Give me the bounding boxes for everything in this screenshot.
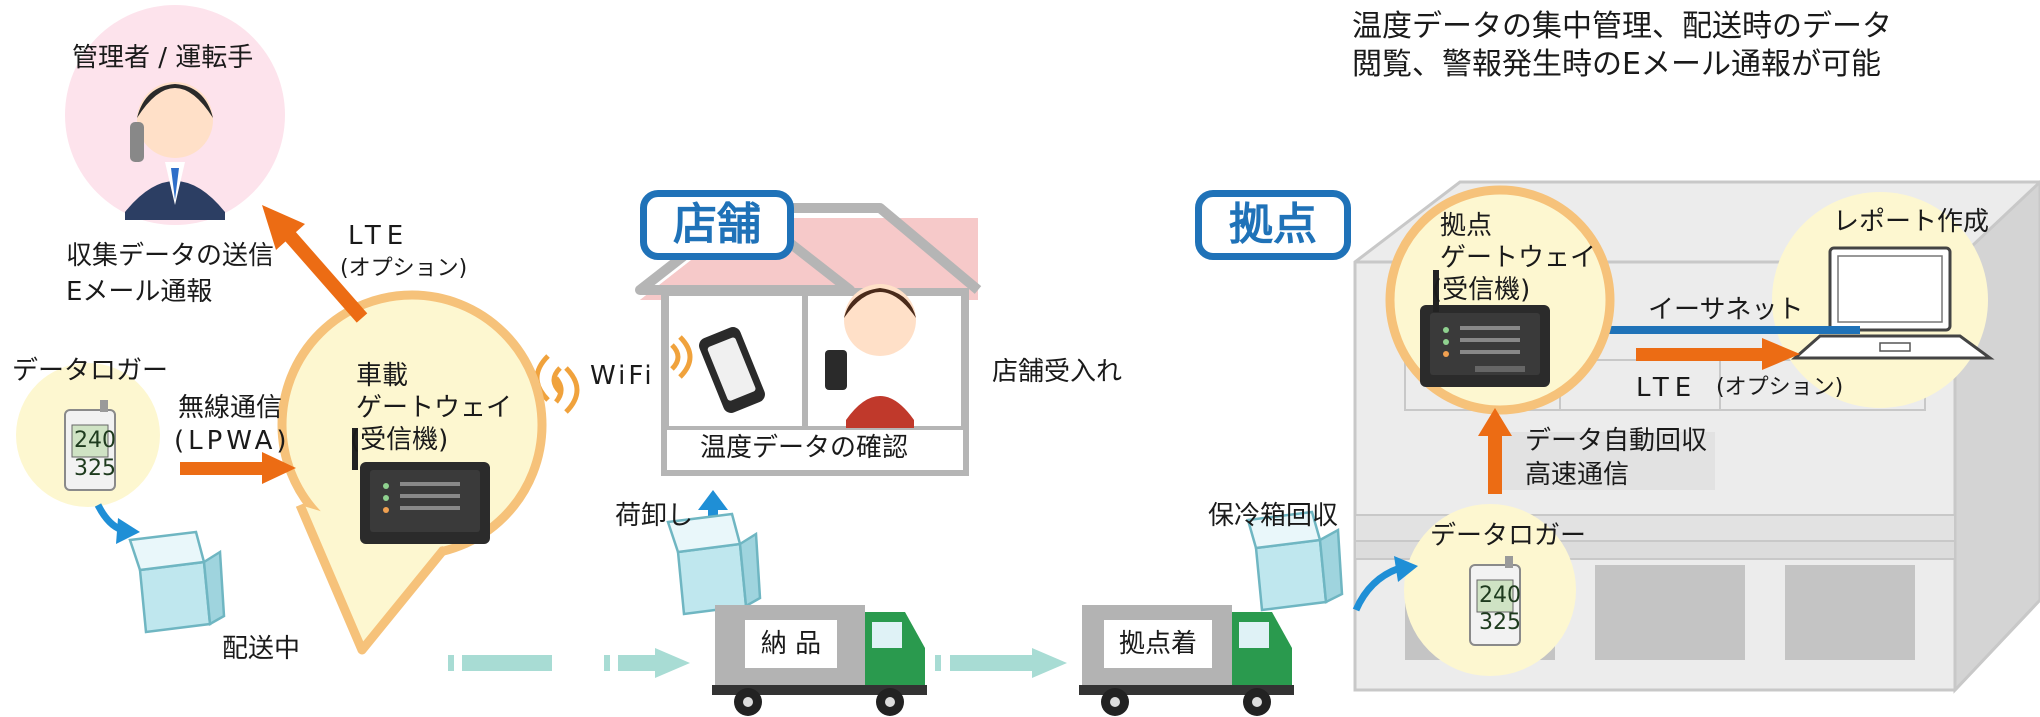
wireless-sub: (LPWA) bbox=[174, 426, 291, 456]
delivering-label: 配送中 bbox=[222, 634, 301, 664]
base-badge: 拠点 bbox=[1195, 190, 1351, 260]
manager-person-icon bbox=[125, 82, 225, 220]
logger-cooler-arrow-head bbox=[116, 518, 140, 544]
cooler-collect-label: 保冷箱回収 bbox=[1208, 501, 1339, 531]
wifi-signal-icon bbox=[553, 366, 580, 414]
top-note-line1: 温度データの集中管理、配送時のデータ bbox=[1352, 9, 1892, 44]
logger-right-reading1: 240 bbox=[1479, 583, 1521, 608]
cooler-box-icon bbox=[128, 530, 226, 634]
data-logger-icon bbox=[1469, 556, 1521, 646]
route-arrow-1 bbox=[448, 648, 690, 678]
gateway-device-icon bbox=[352, 428, 490, 544]
lte-right-label: LTE bbox=[1636, 373, 1698, 403]
base-gateway-line3: (受信機) bbox=[1432, 275, 1531, 305]
store-badge: 店舗 bbox=[640, 190, 794, 260]
manager-label: 管理者 / 運転手 bbox=[72, 43, 254, 73]
cooler-box-icon bbox=[666, 512, 762, 616]
auto-collect-line1: データ自動回収 bbox=[1525, 426, 1708, 456]
gateway-device-icon bbox=[1420, 270, 1550, 387]
lte-right-arrow bbox=[1636, 338, 1800, 370]
logger-left-reading1: 240 bbox=[74, 428, 116, 453]
unload-label: 荷卸し bbox=[615, 501, 694, 531]
laptop-icon bbox=[1791, 246, 1995, 360]
send-data-label: 収集データの送信 bbox=[66, 241, 275, 271]
email-notify-label: Eメール通報 bbox=[66, 277, 213, 307]
smartphone-icon bbox=[699, 327, 765, 413]
auto-collect-arrow bbox=[1478, 408, 1512, 494]
logger-right-reading2: 325 bbox=[1479, 610, 1521, 635]
truck-store-label: 納 品 bbox=[760, 629, 822, 659]
collect-arrow-head bbox=[1394, 556, 1418, 582]
base-gateway-line2: ゲートウェイ bbox=[1440, 243, 1597, 273]
collect-arrow bbox=[1352, 564, 1402, 612]
report-label: レポート作成 bbox=[1833, 207, 1990, 237]
store-clerk-icon bbox=[825, 284, 916, 428]
store-receive-label: 店舗受入れ bbox=[992, 357, 1123, 387]
logger-left-reading2: 325 bbox=[74, 456, 116, 481]
ethernet-label: イーサネット bbox=[1648, 295, 1804, 325]
lte-right-option: (オプション) bbox=[1716, 375, 1844, 400]
logger-left-label: データロガー bbox=[12, 356, 169, 386]
vehicle-gateway-line1: 車載 bbox=[356, 361, 409, 391]
data-logger-icon bbox=[64, 400, 116, 491]
vehicle-gateway-line3: (受信機) bbox=[350, 425, 449, 455]
truck-base-label: 拠点着 bbox=[1118, 629, 1197, 659]
route-arrow-2 bbox=[935, 648, 1067, 678]
wifi-label: WiFi bbox=[590, 361, 655, 391]
logger-right-label: データロガー bbox=[1430, 521, 1587, 551]
lte-left-label: LTE bbox=[348, 221, 410, 251]
base-gateway-line1: 拠点 bbox=[1440, 211, 1493, 241]
wireless-label: 無線通信 bbox=[178, 393, 283, 423]
vehicle-gateway-line2: ゲートウェイ bbox=[356, 393, 513, 423]
store-check-label: 温度データの確認 bbox=[700, 433, 909, 463]
cooler-box-icon bbox=[1246, 510, 1344, 612]
top-note-line2: 閲覧、警報発生時のEメール通報が可能 bbox=[1352, 47, 1881, 82]
wireless-arrow bbox=[180, 452, 296, 484]
lte-left-option: (オプション) bbox=[340, 256, 468, 281]
lte-left-arrow bbox=[262, 205, 368, 323]
auto-collect-line2: 高速通信 bbox=[1525, 460, 1630, 490]
delivery-truck-icon bbox=[712, 605, 927, 716]
delivery-truck-icon bbox=[1079, 605, 1294, 716]
